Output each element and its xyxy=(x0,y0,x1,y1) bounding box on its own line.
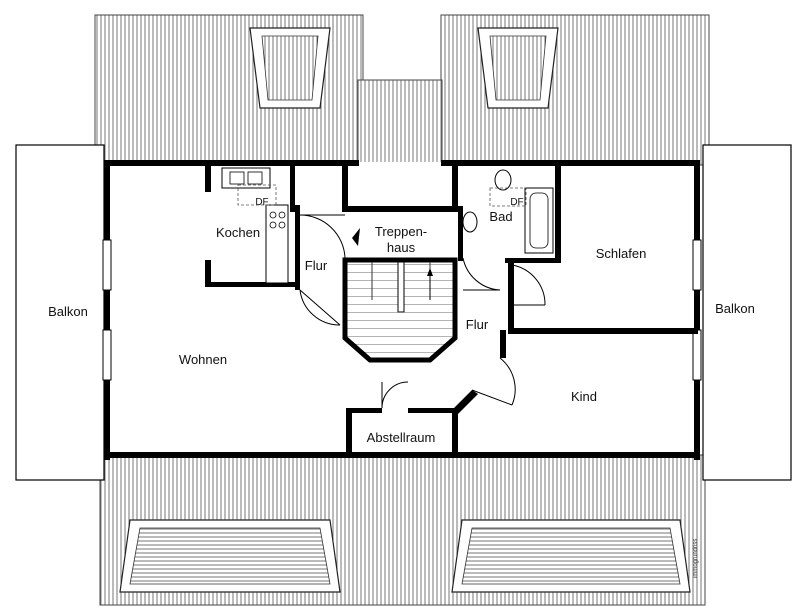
label-balkon-right: Balkon xyxy=(715,301,755,316)
balcony-right xyxy=(702,144,792,481)
kitchen-counter xyxy=(221,167,289,284)
label-treppenhaus-1: Treppen- xyxy=(375,224,427,239)
storage-walls xyxy=(346,381,478,456)
windows xyxy=(102,239,702,381)
staircase xyxy=(342,257,458,363)
skylight-bath xyxy=(489,187,527,207)
label-balkon-left: Balkon xyxy=(48,304,88,319)
roof-top-right xyxy=(440,14,710,166)
watermark: immogrundriss xyxy=(693,539,699,578)
arrow-left-icon xyxy=(352,228,360,246)
skylight-kitchen xyxy=(237,184,277,206)
label-schlafen: Schlafen xyxy=(596,246,647,261)
label-kochen: Kochen xyxy=(216,225,260,240)
roof-middle-strip xyxy=(357,79,443,171)
outer-walls xyxy=(104,160,700,460)
bedroom-walls xyxy=(500,258,698,358)
stairwell-walls xyxy=(342,162,458,212)
label-df-bath: DF xyxy=(510,197,523,208)
label-flur-right: Flur xyxy=(466,317,489,332)
label-flur-left: Flur xyxy=(305,258,328,273)
label-df-kitchen: DF xyxy=(255,197,268,208)
label-treppenhaus-2: haus xyxy=(387,240,416,255)
bath-fixtures xyxy=(462,169,554,254)
bath-walls xyxy=(458,162,561,263)
left-hall-doors xyxy=(295,205,360,326)
kitchen-walls xyxy=(205,162,295,287)
label-bad: Bad xyxy=(489,209,512,224)
label-wohnen: Wohnen xyxy=(179,352,227,367)
label-abstellraum: Abstellraum xyxy=(367,430,436,445)
label-kind: Kind xyxy=(571,389,597,404)
balcony-left xyxy=(15,144,105,481)
right-hall-doors xyxy=(462,257,546,406)
roof-top-left xyxy=(94,14,364,166)
roof-bottom xyxy=(99,454,706,606)
